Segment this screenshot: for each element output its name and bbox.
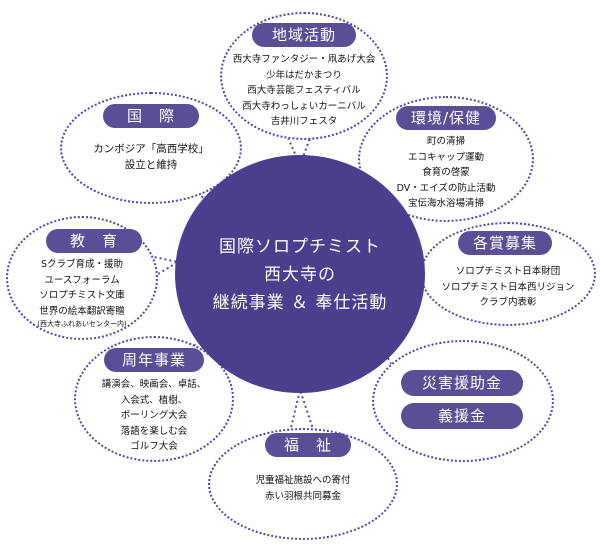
list-item: 西大寺わっしょいカーニバル [242,100,366,112]
international-list: カンボジア「高西学校」 設立と維持 [60,141,242,173]
list-item: ソロプチミスト文庫 [39,290,125,301]
welfare-list: 児童福祉施設への寄付 赤い羽根共同募金 [208,473,398,504]
anniversary-title: 周年事業 [104,348,204,372]
list-item: 設立と維持 [124,159,178,171]
list-item: ソロプチミスト日本財団 [455,266,561,277]
environment-title: 環境/保健 [396,106,496,130]
list-item: 講演会、映画会、卓話、 [101,379,207,390]
center-title-line3: 継続事業 ＆ 奉仕活動 [212,293,388,313]
list-item: 西大寺ファンタジー・凧あげ大会 [232,54,376,65]
relief-bubble [372,340,554,462]
list-item: ソロプチミスト日本西リジョン [441,281,575,293]
anniversary-bubble [74,336,234,462]
list-item: 赤い羽根共同募金 [264,490,341,502]
regional-title: 地域活動 [252,23,356,47]
list-item: ボーリング大会 [120,410,188,421]
relief-button-disaster: 災害援助金 [401,370,523,396]
relief-button-donation: 義援金 [401,403,523,429]
center-title-line1: 国際ソロプチミスト [219,237,381,257]
list-item: 落語を楽しむ会 [120,425,188,437]
welfare-title: 福 祉 [265,433,351,457]
awards-list: ソロプチミスト日本財団 ソロプチミスト日本西リジョン クラブ内表彰 [420,264,596,311]
list-item: 世界の絵本翻訳寄贈 [39,305,125,317]
international-title: 国 際 [103,104,199,128]
list-item: 宝伝海水浴場清掃 [407,198,484,209]
awards-title: 各賞募集 [458,231,552,255]
education-list: Sクラブ育成・援助 ユースフォーラム ソロプチミスト文庫 世界の絵本翻訳寄贈 (… [6,257,158,329]
list-item: 入会式、植樹、 [120,394,188,406]
welfare-tail [289,386,315,433]
environment-list: 町の清掃 エコキャップ運動 食育の啓蒙 DV・エイズの防止活動 宝伝海水浴場清掃 [358,134,534,212]
list-item: 児童福祉施設への寄付 [255,475,351,486]
anniversary-list: 講演会、映画会、卓話、 入会式、植樹、 ボーリング大会 落語を楽しむ会 ゴルフ大… [74,377,234,455]
list-item: ゴルフ大会 [130,441,178,452]
list-item: エコキャップ運動 [407,151,484,163]
list-item: クラブ内表彰 [479,297,537,308]
list-item: 町の清掃 [426,136,465,147]
education-title: 教 育 [46,229,142,253]
center-circle: 国際ソロプチミスト 西大寺の 継続事業 ＆ 奉仕活動 [175,155,425,393]
list-item: カンボジア「高西学校」 [93,143,209,155]
list-item: DV・エイズの防止活動 [396,182,496,194]
list-item: Sクラブ育成・援助 [40,259,124,270]
list-item: 吉井川フェスタ [270,116,338,127]
list-item: 西大寺芸能フェスティバル [247,85,361,96]
center-title-line2: 西大寺の [264,265,336,285]
list-item: 食育の啓蒙 [422,167,470,178]
list-item: ユースフォーラム [44,274,120,286]
education-note: (西大寺ふれあいセンター内) [37,320,127,328]
list-item: 少年はだかまつり [266,69,342,81]
regional-list: 西大寺ファンタジー・凧あげ大会 少年はだかまつり 西大寺芸能フェスティバル 西大… [220,52,388,130]
